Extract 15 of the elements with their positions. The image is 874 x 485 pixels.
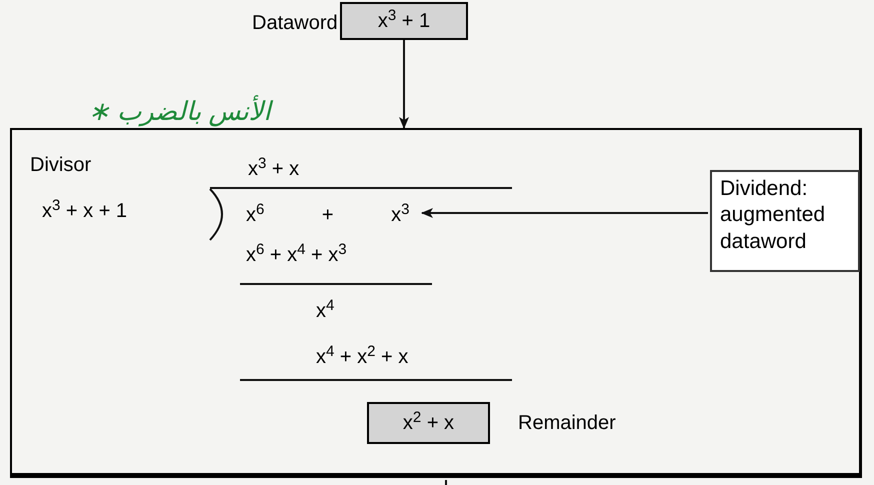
product-term: x$^{4}$ + x$^{2}$ + x: [316, 342, 408, 370]
frame-box: [10, 128, 862, 478]
arrow: [399, 40, 409, 129]
divisor-label: Divisor: [30, 153, 92, 178]
box-caption: Dataword: [252, 11, 338, 36]
dividend-polynomial: x$^{6}$ + x$^{3}$: [246, 200, 424, 230]
polynomial-box: Dividend: augmented dataword: [710, 170, 860, 272]
polynomial-box: x$^{2}$ + x: [367, 402, 490, 444]
divisor-polynomial: x$^{3}$ + x + 1: [42, 196, 128, 224]
polynomial-box: x$^{3}$ + 1: [340, 2, 468, 40]
box-caption: Remainder: [518, 411, 616, 436]
quotient: x$^{3}$ + x: [248, 154, 300, 182]
product-term: x$^{6}$ + x$^{4}$ + x$^{3}$: [246, 240, 347, 268]
partial-remainder: x$^{4}$: [316, 296, 334, 324]
arrow: [421, 208, 708, 218]
